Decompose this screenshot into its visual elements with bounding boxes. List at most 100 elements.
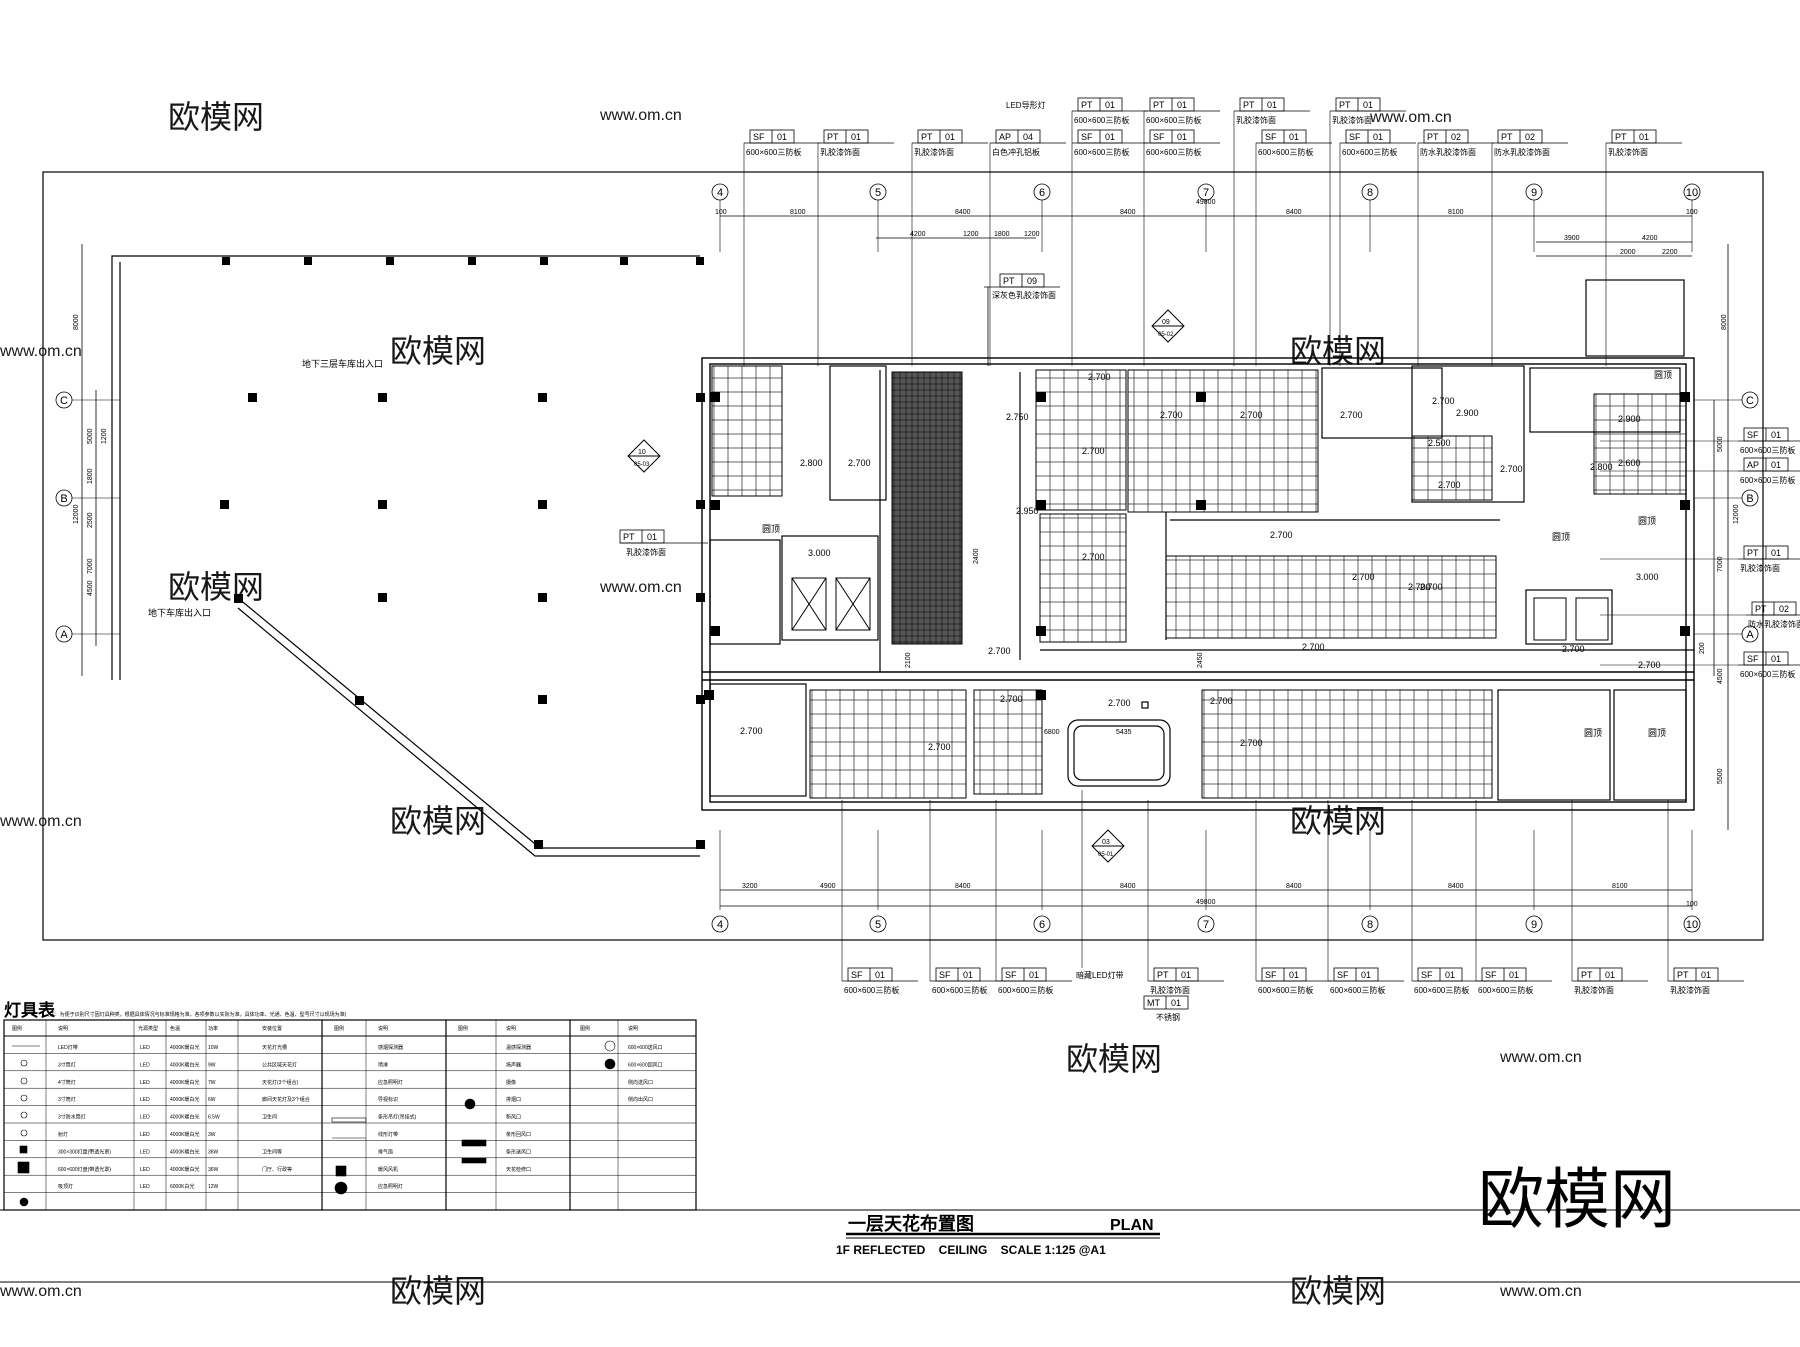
svg-text:36W: 36W	[208, 1167, 219, 1173]
svg-text:条形吊灯(吊挂式): 条形吊灯(吊挂式)	[378, 1114, 417, 1121]
svg-text:01: 01	[1445, 970, 1455, 980]
ceiling-height: 2.950	[1016, 506, 1039, 516]
svg-text:4: 4	[717, 919, 723, 931]
svg-text:600×600三防板: 600×600三防板	[1074, 115, 1129, 125]
svg-text:导视标识: 导视标识	[378, 1096, 398, 1103]
svg-text:侧向送风口: 侧向送风口	[628, 1079, 653, 1086]
svg-text:SF: SF	[1005, 970, 1017, 980]
svg-text:2400: 2400	[973, 548, 980, 564]
brand-watermark-large: 欧模网	[1478, 1162, 1676, 1236]
svg-text:36W: 36W	[208, 1149, 219, 1155]
svg-text:3寸筒灯: 3寸筒灯	[58, 1096, 76, 1103]
ceiling-height: 2.700	[1438, 480, 1461, 490]
svg-text:600×600三防板: 600×600三防板	[1478, 985, 1533, 995]
svg-text:PT: PT	[1243, 100, 1255, 110]
grid-bubble-9: 9	[1525, 915, 1543, 933]
svg-text:不锈钢: 不锈钢	[1156, 1012, 1180, 1022]
parking-entry-label: 地下车库出入口	[148, 607, 211, 618]
watermark-brand: 欧模网	[1290, 803, 1386, 839]
svg-text:01: 01	[1181, 970, 1191, 980]
svg-text:说明: 说明	[378, 1025, 388, 1032]
ceiling-height: 2.700	[1302, 642, 1325, 652]
svg-text:02: 02	[1451, 132, 1461, 142]
watermark-url: www.om.cn	[1499, 1049, 1582, 1066]
grid-bubble-5: 5	[869, 183, 887, 201]
svg-text:8100: 8100	[790, 209, 806, 216]
svg-text:LED: LED	[140, 1097, 150, 1103]
svg-text:300×300灯盘(带透光罩): 300×300灯盘(带透光罩)	[58, 1148, 111, 1155]
ceiling-height: 3.000	[808, 548, 831, 558]
svg-text:01: 01	[945, 132, 955, 142]
svg-text:AP: AP	[1747, 460, 1759, 470]
svg-text:8000: 8000	[73, 314, 80, 330]
svg-text:10: 10	[1686, 919, 1698, 931]
ceiling-height: 2.700	[1240, 410, 1263, 420]
svg-text:100: 100	[715, 209, 727, 216]
svg-text:01: 01	[1289, 970, 1299, 980]
svg-text:5000: 5000	[87, 428, 94, 444]
svg-text:PT: PT	[1501, 132, 1513, 142]
svg-text:6800: 6800	[1044, 729, 1060, 736]
svg-text:4000K暖白光: 4000K暖白光	[170, 1044, 199, 1051]
ceiling-height: 2.700	[1352, 572, 1375, 582]
svg-text:C: C	[1746, 395, 1754, 407]
grid-bubble-6: 6	[1033, 183, 1051, 201]
svg-text:SF: SF	[1265, 132, 1277, 142]
svg-text:100: 100	[1686, 901, 1698, 908]
svg-text:3900: 3900	[1564, 235, 1580, 242]
svg-text:9W: 9W	[208, 1062, 216, 1068]
watermark-url: www.om.cn	[0, 343, 82, 360]
svg-text:600×600送风口: 600×600送风口	[628, 1044, 663, 1051]
ceiling-height: 2.700	[1408, 582, 1431, 592]
svg-text:01: 01	[1361, 970, 1371, 980]
svg-text:1800: 1800	[87, 468, 94, 484]
room-label: 圆顶	[1648, 728, 1666, 738]
svg-text:防水乳胶漆饰面: 防水乳胶漆饰面	[1420, 147, 1476, 157]
svg-text:安装位置: 安装位置	[262, 1025, 282, 1032]
svg-text:B: B	[60, 493, 67, 505]
svg-text:8: 8	[1367, 187, 1373, 199]
svg-text:01: 01	[1171, 998, 1181, 1008]
grid-bubble-7: 7	[1197, 183, 1215, 201]
ceiling-height: 2.700	[848, 458, 871, 468]
svg-text:01: 01	[1605, 970, 1615, 980]
svg-text:功率: 功率	[208, 1025, 218, 1032]
ceiling-height: 2.700	[928, 742, 951, 752]
svg-text:4000K暖白光: 4000K暖白光	[170, 1114, 199, 1121]
svg-text:天花灯(3个组合): 天花灯(3个组合)	[262, 1079, 298, 1086]
svg-text:3200: 3200	[742, 883, 758, 890]
svg-text:05-02: 05-02	[1158, 332, 1174, 338]
svg-text:7W: 7W	[208, 1080, 216, 1086]
svg-text:侧向出风口: 侧向出风口	[628, 1096, 653, 1103]
svg-text:9: 9	[1531, 187, 1537, 199]
svg-text:图例: 图例	[12, 1025, 22, 1032]
svg-text:600×600三防板: 600×600三防板	[1414, 985, 1469, 995]
svg-text:PT: PT	[1153, 100, 1165, 110]
ceiling-height: 2.700	[1160, 410, 1183, 420]
svg-text:PT: PT	[1427, 132, 1439, 142]
svg-text:8100: 8100	[1448, 209, 1464, 216]
svg-text:乳胶漆饰面: 乳胶漆饰面	[1670, 985, 1710, 995]
svg-text:8400: 8400	[1448, 883, 1464, 890]
svg-text:01: 01	[1267, 100, 1277, 110]
svg-text:乳胶漆饰面: 乳胶漆饰面	[820, 147, 860, 157]
ceiling-height: 2.700	[1000, 694, 1023, 704]
svg-text:600×600三防板: 600×600三防板	[1074, 147, 1129, 157]
svg-text:01: 01	[1639, 132, 1649, 142]
svg-text:2500: 2500	[87, 512, 94, 528]
svg-text:防水乳胶漆饰面: 防水乳胶漆饰面	[1748, 619, 1800, 629]
svg-text:说明: 说明	[628, 1025, 638, 1032]
ceiling-height: 2.900	[1618, 414, 1641, 424]
watermark-brand: 欧模网	[390, 333, 486, 369]
svg-text:600×600三防板: 600×600三防板	[1258, 985, 1313, 995]
svg-text:600×600三防板: 600×600三防板	[1342, 147, 1397, 157]
svg-text:8000: 8000	[1721, 314, 1728, 330]
svg-text:01: 01	[1509, 970, 1519, 980]
